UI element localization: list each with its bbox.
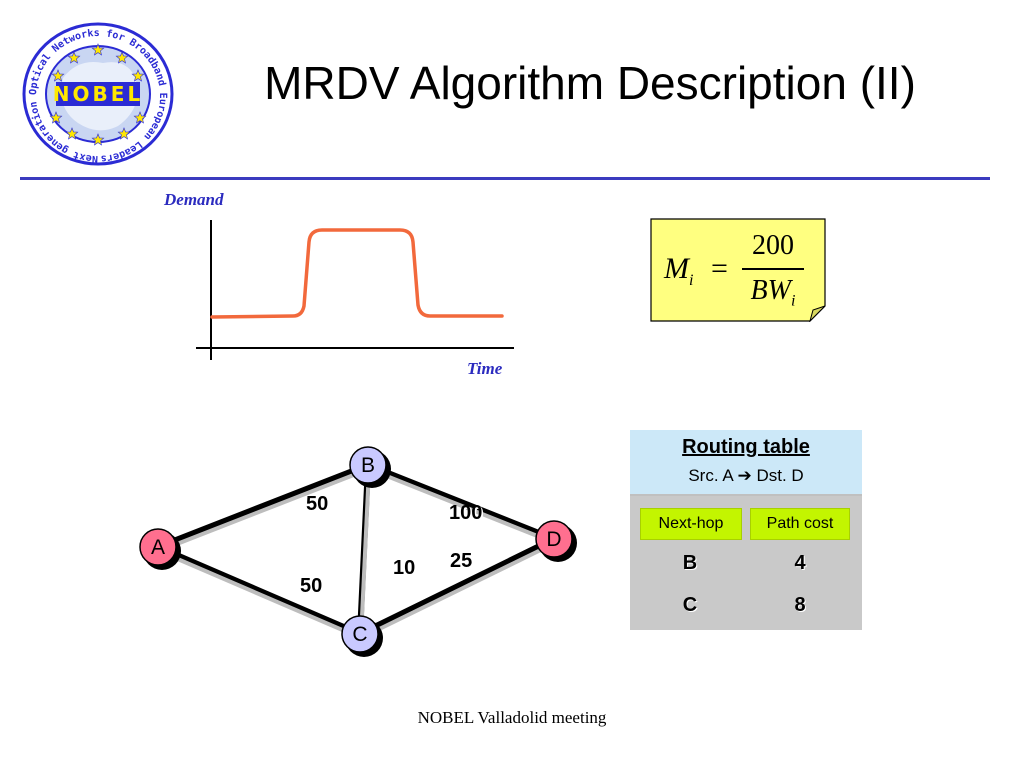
node-d: D (535, 520, 577, 562)
routing-table-header: Routing table Src. A ➔ Dst. D (630, 430, 862, 496)
node-label: A (151, 536, 165, 559)
demand-time-chart: Demand Time (163, 190, 514, 378)
link-weight-shadow: 10 (395, 559, 417, 581)
link-weight-label: 50 (306, 493, 328, 515)
node-c: C (341, 615, 383, 657)
link-weight-shadow: 50 (302, 577, 324, 599)
routing-table-body: Next-hop Path cost B 4 C 8 (630, 496, 862, 630)
star-icon (49, 111, 63, 124)
column-header-next-hop: Next-hop (640, 508, 742, 540)
node-label: B (361, 454, 375, 477)
link-b-c (357, 462, 371, 640)
note-shape (650, 218, 826, 322)
demand-axis-label: Demand (163, 190, 224, 209)
formula-numerator: 200 (752, 230, 794, 261)
routing-table: Routing table Src. A ➔ Dst. D Next-hop P… (630, 430, 862, 630)
link-a-c (155, 544, 363, 640)
link-c-d (357, 536, 557, 640)
link-weight-shadow: 100 (451, 504, 484, 526)
table-cell-path-cost: 8 (794, 594, 806, 616)
star-icon (133, 111, 147, 124)
star-icon (65, 127, 79, 140)
formula-denominator: BWi (750, 275, 796, 310)
column-header-path-cost: Path cost (750, 508, 850, 540)
link-weight-label: 100 (449, 502, 482, 524)
link-weight-shadow: 25 (452, 552, 474, 574)
link-b-d (365, 462, 557, 545)
title-divider (20, 177, 990, 180)
time-axis-label: Time (467, 359, 503, 378)
star-icon (117, 127, 131, 140)
formula-equals: = (711, 252, 728, 285)
node-label: C (352, 623, 367, 646)
logo-stars (49, 43, 147, 146)
link-weight-label: 25 (450, 550, 472, 572)
link-a-b (155, 462, 371, 553)
demand-curve (210, 228, 504, 319)
star-icon (91, 133, 105, 146)
star-icon (51, 69, 65, 82)
node-label: D (546, 528, 561, 551)
table-cell-path-cost: 4 (794, 552, 806, 574)
source-label: Src. A (688, 466, 733, 485)
logo-wordmark: NOBEL (53, 82, 143, 106)
star-icon (91, 43, 105, 56)
table-cell-next-hop: C (682, 594, 698, 616)
node-a: A (139, 528, 181, 570)
slide-title: MRDV Algorithm Description (II) (264, 57, 916, 109)
formula-lhs: Mi (664, 252, 694, 289)
nobel-logo: Next generation Optical Networks for Bro… (18, 18, 174, 166)
fraction-bar (742, 268, 804, 270)
link-weight-label: 50 (300, 575, 322, 597)
link-weight-shadow: 50 (308, 495, 330, 517)
star-icon (67, 51, 81, 64)
link-weight-label: 10 (393, 557, 415, 579)
formula-lhs-subscript: i (689, 272, 694, 289)
formula-note: Mi = 200 BWi (650, 218, 826, 322)
formula-denominator-subscript: i (790, 292, 796, 310)
table-cell-next-hop: B (682, 552, 698, 574)
arrow-right-icon: ➔ (737, 466, 752, 485)
routing-table-title: Routing table (682, 436, 810, 458)
slide-footer: NOBEL Valladolid meeting (417, 708, 607, 727)
node-b: B (349, 446, 391, 488)
star-icon (131, 69, 145, 82)
destination-label: Dst. D (756, 466, 804, 485)
routing-table-subtitle: Src. A ➔ Dst. D (630, 466, 862, 486)
star-icon (115, 51, 129, 64)
